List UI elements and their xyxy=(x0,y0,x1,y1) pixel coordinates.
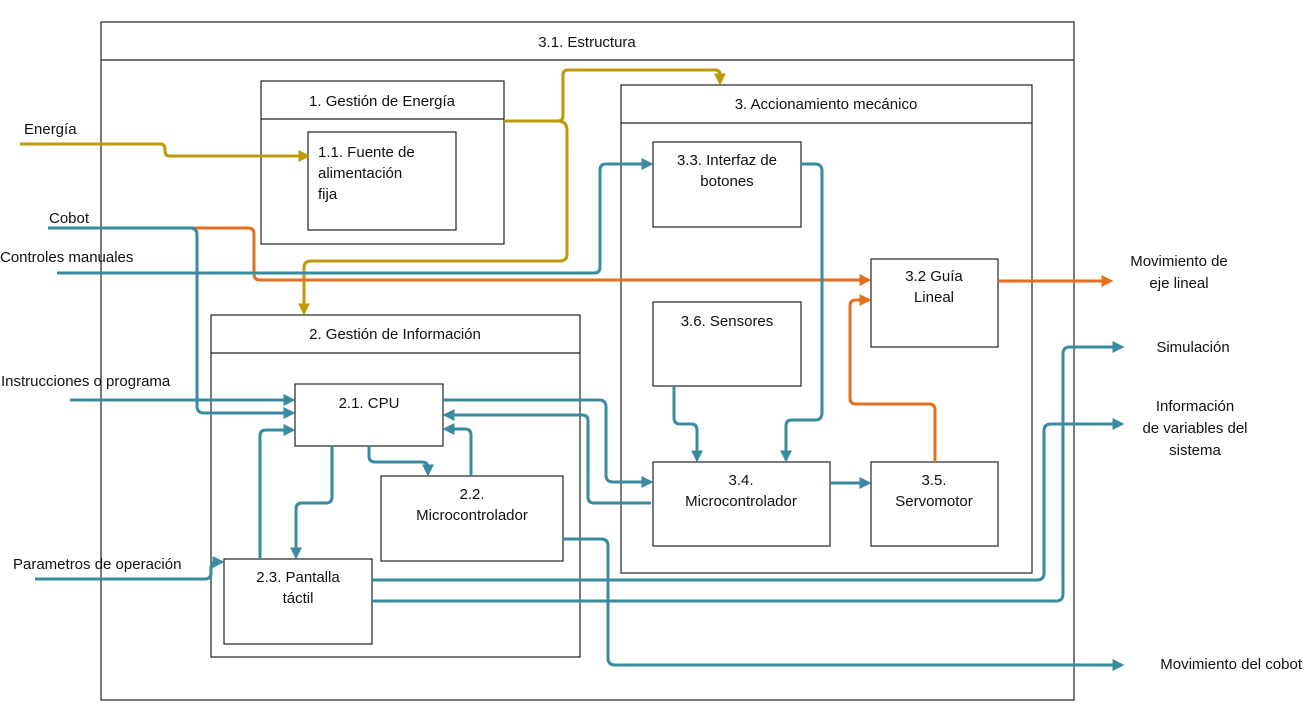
manual-controls-label: Controles manuales xyxy=(0,249,133,266)
information-block-title: 2. Gestión de Información xyxy=(309,326,481,343)
interface-to-microcontroller-34-arrow xyxy=(780,162,824,463)
servomotor-line-2: Servomotor xyxy=(895,493,973,510)
structure-title: 3.1. Estructura xyxy=(538,34,636,51)
microcontroller-34-to-cpu-arrow xyxy=(442,409,651,505)
cpu-label: 2.1. CPU xyxy=(339,395,400,412)
button-interface-line-2: botones xyxy=(700,173,753,190)
energy-input-arrow xyxy=(20,142,311,162)
microcontroller-22-line-1: 2.2. xyxy=(459,486,484,503)
button-interface-box xyxy=(652,141,802,228)
cpu-to-screen-arrow xyxy=(290,446,334,560)
cobot-to-linear-guide-arrow xyxy=(190,226,872,286)
motion-connectors xyxy=(190,226,1114,462)
servo-to-linear-guide-arrow xyxy=(848,294,937,462)
cobot-motion-output-label: Movimiento del cobot xyxy=(1160,656,1303,673)
system-info-line-3: sistema xyxy=(1169,442,1221,459)
touch-screen-box xyxy=(223,558,373,645)
linear-guide-line-2: Lineal xyxy=(914,289,954,306)
mechanical-block-title: 3. Accionamiento mecánico xyxy=(735,96,918,113)
parameters-label: Parametros de operación xyxy=(13,556,181,573)
instructions-label: Instrucciones o programa xyxy=(1,373,171,390)
microcontroller-22-to-cpu-arrow xyxy=(442,423,473,476)
structure-frame: 3.1. Estructura xyxy=(100,21,1075,701)
system-info-line-2: de variables del xyxy=(1142,420,1247,437)
simulation-output-label: Simulación xyxy=(1156,339,1229,356)
information-management-block: 2. Gestión de Información 2.1. CPU 2.2. … xyxy=(210,314,581,658)
touch-screen-line-2: táctil xyxy=(283,590,314,607)
screen-to-cpu-arrow xyxy=(258,424,296,559)
sensors-box xyxy=(652,301,802,387)
mechanical-actuation-block: 3. Accionamiento mecánico 3.3. Interfaz … xyxy=(620,84,1033,574)
energy-to-information-arrow xyxy=(298,119,569,316)
power-supply-box xyxy=(307,131,457,231)
cpu-to-microcontroller-34-arrow xyxy=(443,398,654,488)
microcontroller-22-line-2: Microcontrolador xyxy=(416,507,528,524)
information-connectors xyxy=(35,158,1125,671)
energy-management-block: 1. Gestión de Energía 1.1. Fuente de ali… xyxy=(260,80,505,245)
manual-controls-to-interface-arrow xyxy=(57,158,654,275)
power-supply-line-3: fija xyxy=(318,186,338,203)
linear-guide-line-1: 3.2 Guía xyxy=(905,268,963,285)
microcontroller-22-to-cobot-motion-arrow xyxy=(563,537,1125,671)
output-labels: Movimiento de eje lineal Simulación Info… xyxy=(1130,253,1303,673)
servomotor-line-1: 3.5. xyxy=(921,472,946,489)
system-info-line-1: Información xyxy=(1156,398,1234,415)
cpu-to-microcontroller-22-arrow xyxy=(367,446,434,477)
sensors-to-microcontroller-34-arrow xyxy=(672,386,703,463)
touch-screen-line-1: 2.3. Pantalla xyxy=(256,569,340,586)
parameters-to-screen-arrow xyxy=(35,556,225,581)
cobot-to-cpu-arrow xyxy=(48,226,296,419)
linear-axis-output-line-1: Movimiento de xyxy=(1130,253,1228,270)
input-labels: Energía Cobot Controles manuales Instruc… xyxy=(0,121,181,573)
power-supply-line-1: 1.1. Fuente de xyxy=(318,144,415,161)
button-interface-line-1: 3.3. Interfaz de xyxy=(677,152,777,169)
screen-to-simulation-arrow xyxy=(372,341,1125,603)
energy-connectors xyxy=(20,68,726,316)
linear-axis-output-line-2: eje lineal xyxy=(1149,275,1208,292)
sensors-label: 3.6. Sensores xyxy=(681,313,774,330)
screen-to-system-info-arrow xyxy=(372,418,1125,582)
microcontroller-34-box xyxy=(652,461,831,547)
linear-guide-box xyxy=(870,258,999,348)
servomotor-box xyxy=(870,461,999,547)
cpu-box xyxy=(294,383,444,447)
microcontroller-34-line-2: Microcontrolador xyxy=(685,493,797,510)
energy-input-label: Energía xyxy=(24,121,77,138)
energy-block-title: 1. Gestión de Energía xyxy=(309,93,456,110)
microcontroller-22-box xyxy=(380,475,564,562)
microcontroller-34-line-1: 3.4. xyxy=(728,472,753,489)
power-supply-line-2: alimentación xyxy=(318,165,402,182)
cobot-input-label: Cobot xyxy=(49,210,90,227)
